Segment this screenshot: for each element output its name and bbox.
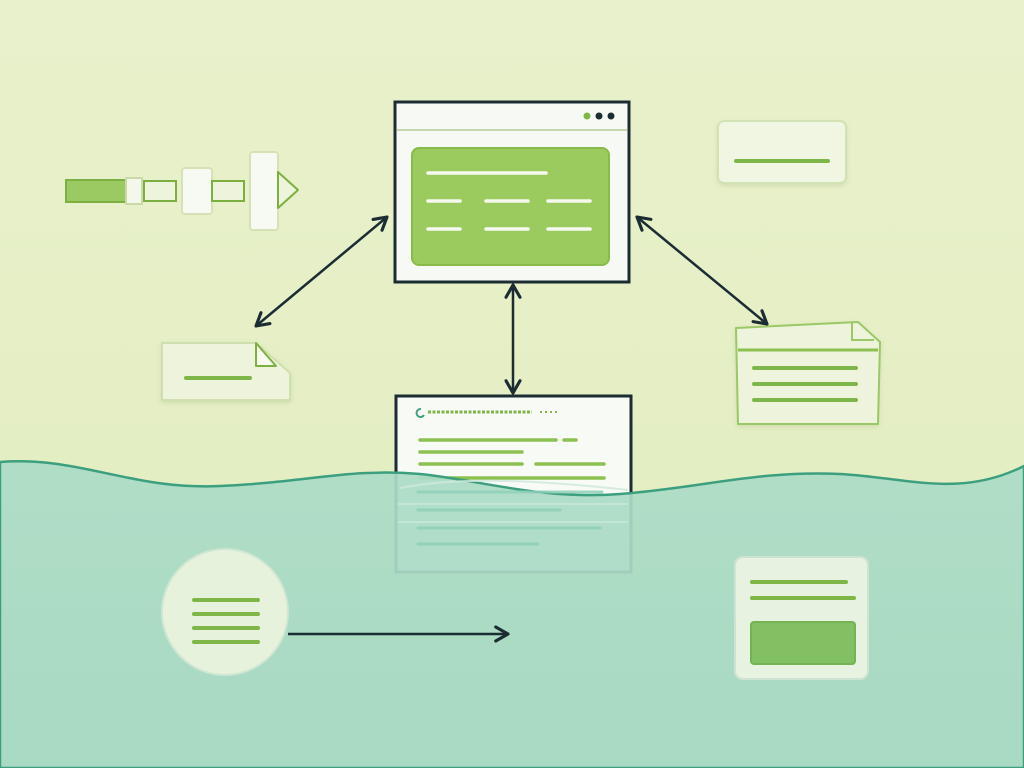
dot-dark-icon xyxy=(595,112,603,120)
pipeline-icon xyxy=(65,151,299,231)
arrow-window-to-right-card xyxy=(635,215,769,326)
arrow-window-to-left-doc xyxy=(254,215,389,328)
submerged-document-lines xyxy=(398,479,629,546)
folded-document-icon xyxy=(161,342,291,401)
circle-list-icon xyxy=(161,548,289,676)
window-icon xyxy=(393,100,631,284)
form-card-icon xyxy=(734,556,869,680)
note-card-icon xyxy=(717,120,847,184)
dot-green-icon xyxy=(583,112,591,120)
water-surface xyxy=(0,460,1024,768)
list-card-icon xyxy=(735,321,881,425)
dot-dark-icon xyxy=(607,112,615,120)
